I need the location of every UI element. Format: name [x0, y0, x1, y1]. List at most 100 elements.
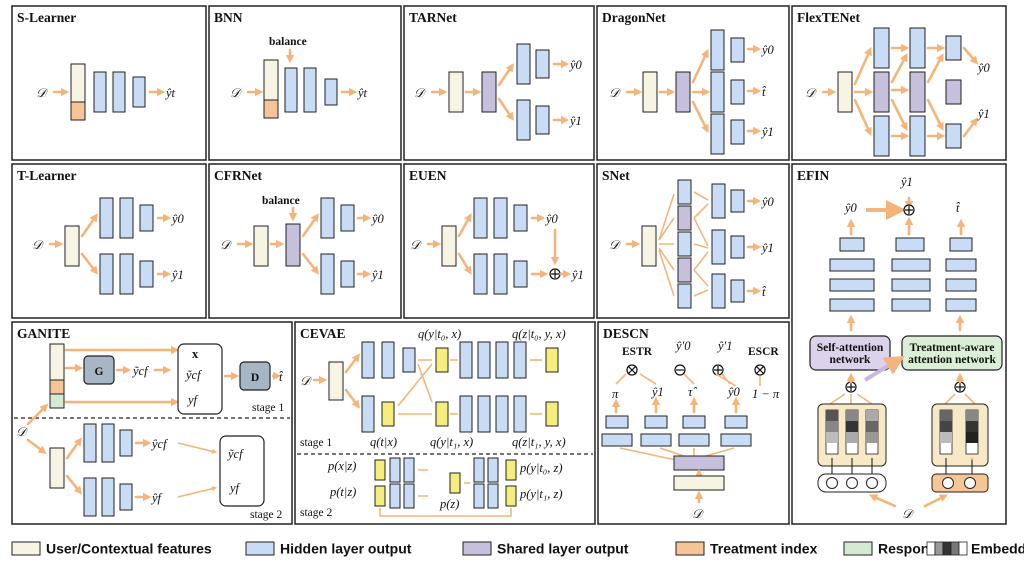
self-attention-network	[809, 335, 891, 371]
output-t: t̂	[279, 370, 283, 384]
panel-title: GANITE	[17, 326, 70, 341]
output-y0-prime: ŷ′0	[674, 339, 691, 353]
panel-cevae: CEVAE 𝒟 q(y|t₀, x) q(z|t₀, y, x) stage 1…	[294, 321, 596, 525]
dataset-symbol: 𝒟	[32, 238, 44, 252]
yf-hat-label: ŷf	[150, 491, 163, 505]
pi-label: π	[612, 387, 619, 401]
output-y0: ŷ0	[843, 201, 858, 215]
output-y1: ŷ1	[170, 268, 184, 282]
p-t-z: p(t|z)	[329, 485, 356, 499]
q-z-t1-y-x: q(z|t₁, y, x)	[512, 435, 566, 449]
ycf-tilde-label: ỹcf	[131, 364, 149, 378]
output-y1-prime: ŷ′1	[716, 339, 733, 353]
output-y1: ŷ1	[899, 175, 913, 189]
legend-label: Embedding	[971, 541, 1024, 557]
p-z: p(z)	[439, 497, 459, 511]
legend-label: User/Contextual features	[46, 541, 212, 557]
panel-flextenet: FlexTENet 𝒟 ŷ0 ŷ1	[791, 5, 1007, 161]
generator-label: G	[95, 366, 104, 378]
embedding-stack-treatment	[939, 409, 979, 455]
discriminator-block	[239, 361, 271, 391]
panel-cfrnet: CFRNet balance 𝒟 ŷ0 ŷ1	[208, 163, 402, 319]
output-y1: ŷ1	[568, 114, 582, 128]
treatment-aware-label-line2: attention network	[908, 354, 996, 366]
legend-item: Embedding	[926, 541, 1024, 557]
yf-label: yf	[186, 393, 199, 407]
output-y0: ŷ0	[544, 212, 559, 226]
panel-title: CFRNet	[214, 168, 262, 183]
panel-title: BNN	[214, 10, 243, 25]
panel-title: T-Learner	[17, 168, 77, 183]
treatment-aware-label-line1: Treatment-aware	[910, 342, 995, 354]
generator-block	[83, 355, 115, 385]
legend-item: Treatment index	[675, 541, 818, 557]
panel-title: EFIN	[797, 168, 830, 183]
panel-efin: EFIN ŷ1 ŷ0 t̂ Self-attention network Tre…	[791, 163, 1007, 525]
legend: User/Contextual features Hidden layer out…	[11, 541, 1024, 557]
output-y0: ŷ0	[370, 212, 385, 226]
legend-swatch	[843, 541, 873, 556]
legend-swatch	[934, 541, 944, 556]
dataset-symbol: 𝒟	[410, 238, 422, 252]
panel-bnn: BNN balance 𝒟 ŷt	[208, 5, 402, 161]
q-z-t0-y-x: q(z|t₀, y, x)	[512, 327, 566, 341]
output-label: ŷt	[164, 86, 176, 100]
output-y1: ŷ1	[760, 241, 774, 255]
output-t: t̂	[762, 85, 766, 99]
legend-swatch	[926, 541, 936, 556]
ycf-hat-label: ŷcf	[150, 437, 168, 451]
legend-swatch	[950, 541, 960, 556]
x-label: x	[192, 347, 199, 361]
escr-label: ESCR	[748, 346, 779, 358]
stage1-label: stage 1	[300, 437, 333, 449]
output-label: ŷt	[356, 86, 368, 100]
output-y0: ŷ0	[760, 195, 775, 209]
dataset-symbol: 𝒟	[220, 238, 232, 252]
legend-label: Shared layer output	[497, 541, 629, 557]
legend-item: Shared layer output	[462, 541, 629, 557]
legend-label: Hidden layer output	[280, 541, 412, 557]
stage1-label: stage 1	[252, 402, 285, 414]
yf-label: yf	[228, 481, 241, 495]
self-attention-label-line2: network	[830, 354, 871, 366]
panel-dragonnet: DragonNet 𝒟 ŷ0 t̂ ŷ1	[596, 5, 790, 161]
legend-item: Hidden layer output	[245, 541, 412, 557]
embedding-stack-user	[825, 409, 879, 455]
legend-swatch	[675, 541, 705, 556]
panel-snet: SNet 𝒟 ŷ0 ŷ1 t̂	[596, 163, 790, 319]
stage2-label: stage 2	[250, 509, 283, 521]
balance-label: balance	[262, 195, 300, 207]
estr-label: ESTR	[622, 346, 653, 358]
dataset-symbol: 𝒟	[609, 238, 621, 252]
output-y1: ŷ1	[760, 125, 774, 139]
p-y-t0-z: p(y|t₀, z)	[519, 461, 563, 475]
panel-title: CEVAE	[300, 326, 346, 341]
panel-title: DragonNet	[602, 10, 666, 25]
output-y0: ŷ0	[726, 385, 741, 399]
p-y-t1-z: p(y|t₁, z)	[519, 487, 563, 501]
stage2-label: stage 2	[300, 507, 333, 519]
panel-title: EUEN	[409, 168, 447, 183]
panel-euen: EUEN 𝒟 ŷ0 ŷ1	[403, 163, 595, 319]
dataset-symbol: 𝒟	[609, 86, 621, 100]
one-minus-pi-label: 1 − π	[752, 387, 780, 401]
q-y-t1-x: q(y|t₁, x)	[430, 435, 473, 449]
dataset-symbol: 𝒟	[36, 86, 48, 100]
dataset-symbol: 𝒟	[414, 86, 426, 100]
ycf-tilde-label: ỹcf	[226, 447, 244, 461]
panel-title: FlexTENet	[797, 10, 860, 25]
output-t: t̂	[762, 285, 766, 299]
legend-label: Treatment index	[710, 541, 818, 557]
panel-tarnet: TARNet 𝒟 ŷ0 ŷ1	[403, 5, 595, 161]
legend-swatch	[942, 541, 952, 556]
panel-title: S-Learner	[17, 10, 76, 25]
legend-swatch	[462, 541, 492, 556]
discriminator-label: D	[251, 372, 259, 384]
dataset-symbol: 𝒟	[805, 86, 817, 100]
output-y0: ŷ0	[976, 61, 991, 75]
ycf-tilde-label: ỹcf	[184, 368, 202, 382]
dataset-symbol: 𝒟	[300, 374, 312, 388]
output-t: t̂	[956, 201, 960, 215]
panel-s-learner: S-Learner 𝒟 ŷt	[11, 5, 207, 161]
